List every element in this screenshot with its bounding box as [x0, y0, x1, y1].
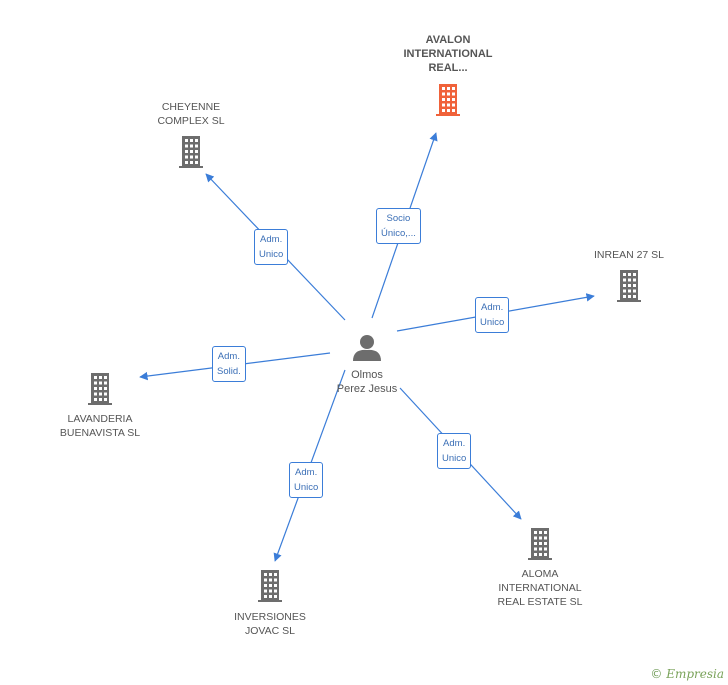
relation-label-lavanderia: Adm. Solid.	[212, 346, 246, 382]
relation-label-avalon: Socio Único,...	[376, 208, 421, 244]
company-label-aloma[interactable]: ALOMA INTERNATIONAL REAL ESTATE SL	[497, 568, 583, 608]
company-label-avalon[interactable]: AVALON INTERNATIONAL REAL...	[403, 34, 493, 74]
company-label-inrean[interactable]: INREAN 27 SL	[593, 249, 665, 261]
brand-name: Empresia	[666, 667, 724, 681]
relation-label-cheyenne: Adm. Unico	[254, 229, 289, 265]
relation-label-inversiones: Adm. Unico	[289, 462, 324, 498]
brand-watermark: © Empresia	[650, 667, 724, 681]
person-icon[interactable]	[353, 335, 381, 361]
company-label-cheyenne[interactable]: CHEYENNE COMPLEX SL	[157, 101, 225, 127]
building-icon[interactable]	[88, 373, 112, 405]
company-label-lavanderia[interactable]: LAVANDERIA BUENAVISTA SL	[59, 413, 141, 439]
company-label-inversiones[interactable]: INVERSIONES JOVAC SL	[234, 611, 306, 637]
building-icon[interactable]	[436, 84, 460, 116]
building-icon[interactable]	[617, 270, 641, 302]
building-icon[interactable]	[179, 136, 203, 168]
relation-label-aloma: Adm. Unico	[437, 433, 472, 469]
building-icon[interactable]	[528, 528, 552, 560]
relation-label-inrean: Adm. Unico	[475, 297, 510, 333]
copyright-symbol: ©	[650, 667, 663, 681]
building-icon[interactable]	[258, 570, 282, 602]
person-label[interactable]: Olmos Perez Jesus	[336, 369, 398, 395]
